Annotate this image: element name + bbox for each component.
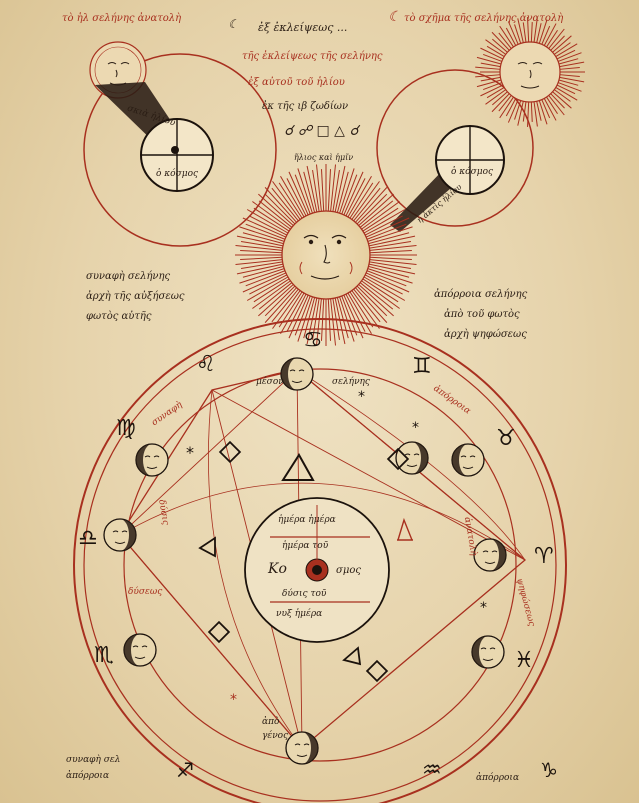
zodiac-scorpio-icon: ♏: [94, 643, 114, 668]
zodiac-sagittarius-icon: ♐: [176, 758, 194, 782]
left-eclipse-circle: [83, 53, 277, 247]
central-sun: [235, 164, 417, 346]
right-sun-face: [475, 17, 585, 127]
left-title: τὸ ἡλ σελήνης ἀνατολὴ: [62, 13, 182, 24]
center-line-3: ἐξ αὐτοῦ τοῦ ἡλίου: [248, 77, 345, 88]
zodiac-gemini-icon: ♊: [412, 354, 432, 379]
moon-phase-face: [280, 357, 314, 391]
moon-phase-face: [103, 518, 137, 552]
moon-phase-face: [135, 443, 169, 477]
left-note-1: συναφὴ σελήνης: [86, 271, 171, 282]
zodiac-pisces-icon: ♓: [514, 648, 534, 673]
moon-phase-face: [451, 443, 485, 477]
center-text-3a: Κο: [268, 561, 287, 577]
center-line-1: ἐξ ἐκλείψεως ...: [258, 21, 348, 34]
left-note-2: ἀρχὴ τῆς αὐξήσεως: [86, 291, 185, 302]
left-eclipse-diagram: [83, 41, 277, 247]
right-eclipse-circle: [376, 69, 534, 227]
moon-phase-face: [123, 633, 157, 667]
svg-text:*: *: [358, 389, 365, 405]
right-title: τὸ σχῆμα τῆς σελήνης ἀνατολὴ: [404, 13, 564, 24]
svg-text:*: *: [230, 692, 237, 708]
right-cosmos-label: ὁ κόσμος: [451, 167, 494, 177]
svg-text:*: *: [186, 443, 194, 462]
center-text-4: δύσις τοῦ: [282, 589, 327, 599]
moon-glyph-right: ☾: [388, 9, 401, 25]
wheel-top-right-label: σελήνης: [332, 377, 370, 387]
bottom-left-note-2: ἀπόρροια: [66, 771, 110, 781]
planet-symbols: ☌ ☍ □ △ ☌: [284, 123, 359, 139]
zodiac-aquarius-icon: ♒: [422, 758, 442, 783]
wheel-top-left-label: μέσον: [256, 377, 284, 387]
center-line-4: ἐκ τῆς ιβ ζωδίων: [262, 101, 349, 112]
wheel-left-lower-label: δύσεως: [128, 587, 163, 597]
wheel-outer-ring: [73, 318, 567, 803]
bottom-left-note-1: συναφὴ σελ: [66, 755, 121, 765]
moon-phase-face: [473, 538, 507, 572]
zodiac-wheel: * * * * *: [73, 318, 567, 803]
zodiac-aries-icon: ♈: [534, 544, 554, 569]
zodiac-virgo-icon: ♍: [116, 416, 136, 441]
center-text-5: νυξ ἡμέρα: [276, 609, 323, 619]
right-note-1: ἀπόρροια σελήνης: [434, 289, 528, 300]
svg-text:*: *: [412, 420, 419, 436]
moon-phase-face: [285, 731, 319, 765]
moon-glyph-left: ☾: [228, 17, 239, 31]
zodiac-capricorn-icon: ♑: [540, 758, 558, 782]
zodiac-taurus-icon: ♉: [496, 426, 516, 451]
left-note-3: φωτὸς αὐτῆς: [86, 311, 152, 322]
right-eclipse-diagram: [376, 17, 585, 232]
zodiac-cancer-icon: ♋: [303, 328, 323, 353]
wheel-bottom-label-2: γένος: [262, 731, 289, 741]
wheel-inner-ring: [83, 328, 557, 802]
left-cosmos-label: ὁ κόσμος: [156, 169, 199, 179]
zodiac-libra-icon: ♎: [78, 526, 98, 551]
moon-phase-face: [471, 635, 505, 669]
zodiac-leo-icon: ♌: [196, 352, 216, 377]
svg-text:*: *: [480, 600, 487, 616]
center-line-2: τῆς ἐκλείψεως τῆς σελήνης: [242, 51, 383, 62]
wheel-bottom-label-1: ἀπὸ: [262, 717, 280, 727]
center-text-2: ἡμέρα τοῦ: [282, 541, 329, 551]
wheel-orbit-ring: [123, 368, 517, 762]
helios-caption: ἥλιος καὶ ἡμῖν: [294, 153, 354, 162]
right-note-3: ἀρχὴ ψηφώσεως: [444, 329, 527, 340]
center-text-3b: σμος: [336, 565, 361, 576]
center-text-1: ἡμέρα ἡμέρα: [278, 515, 336, 525]
bottom-right-note: ἀπόρροια: [476, 773, 520, 783]
right-note-2: ἀπὸ τοῦ φωτὸς: [444, 309, 520, 320]
moon-phase-face: [395, 441, 429, 475]
